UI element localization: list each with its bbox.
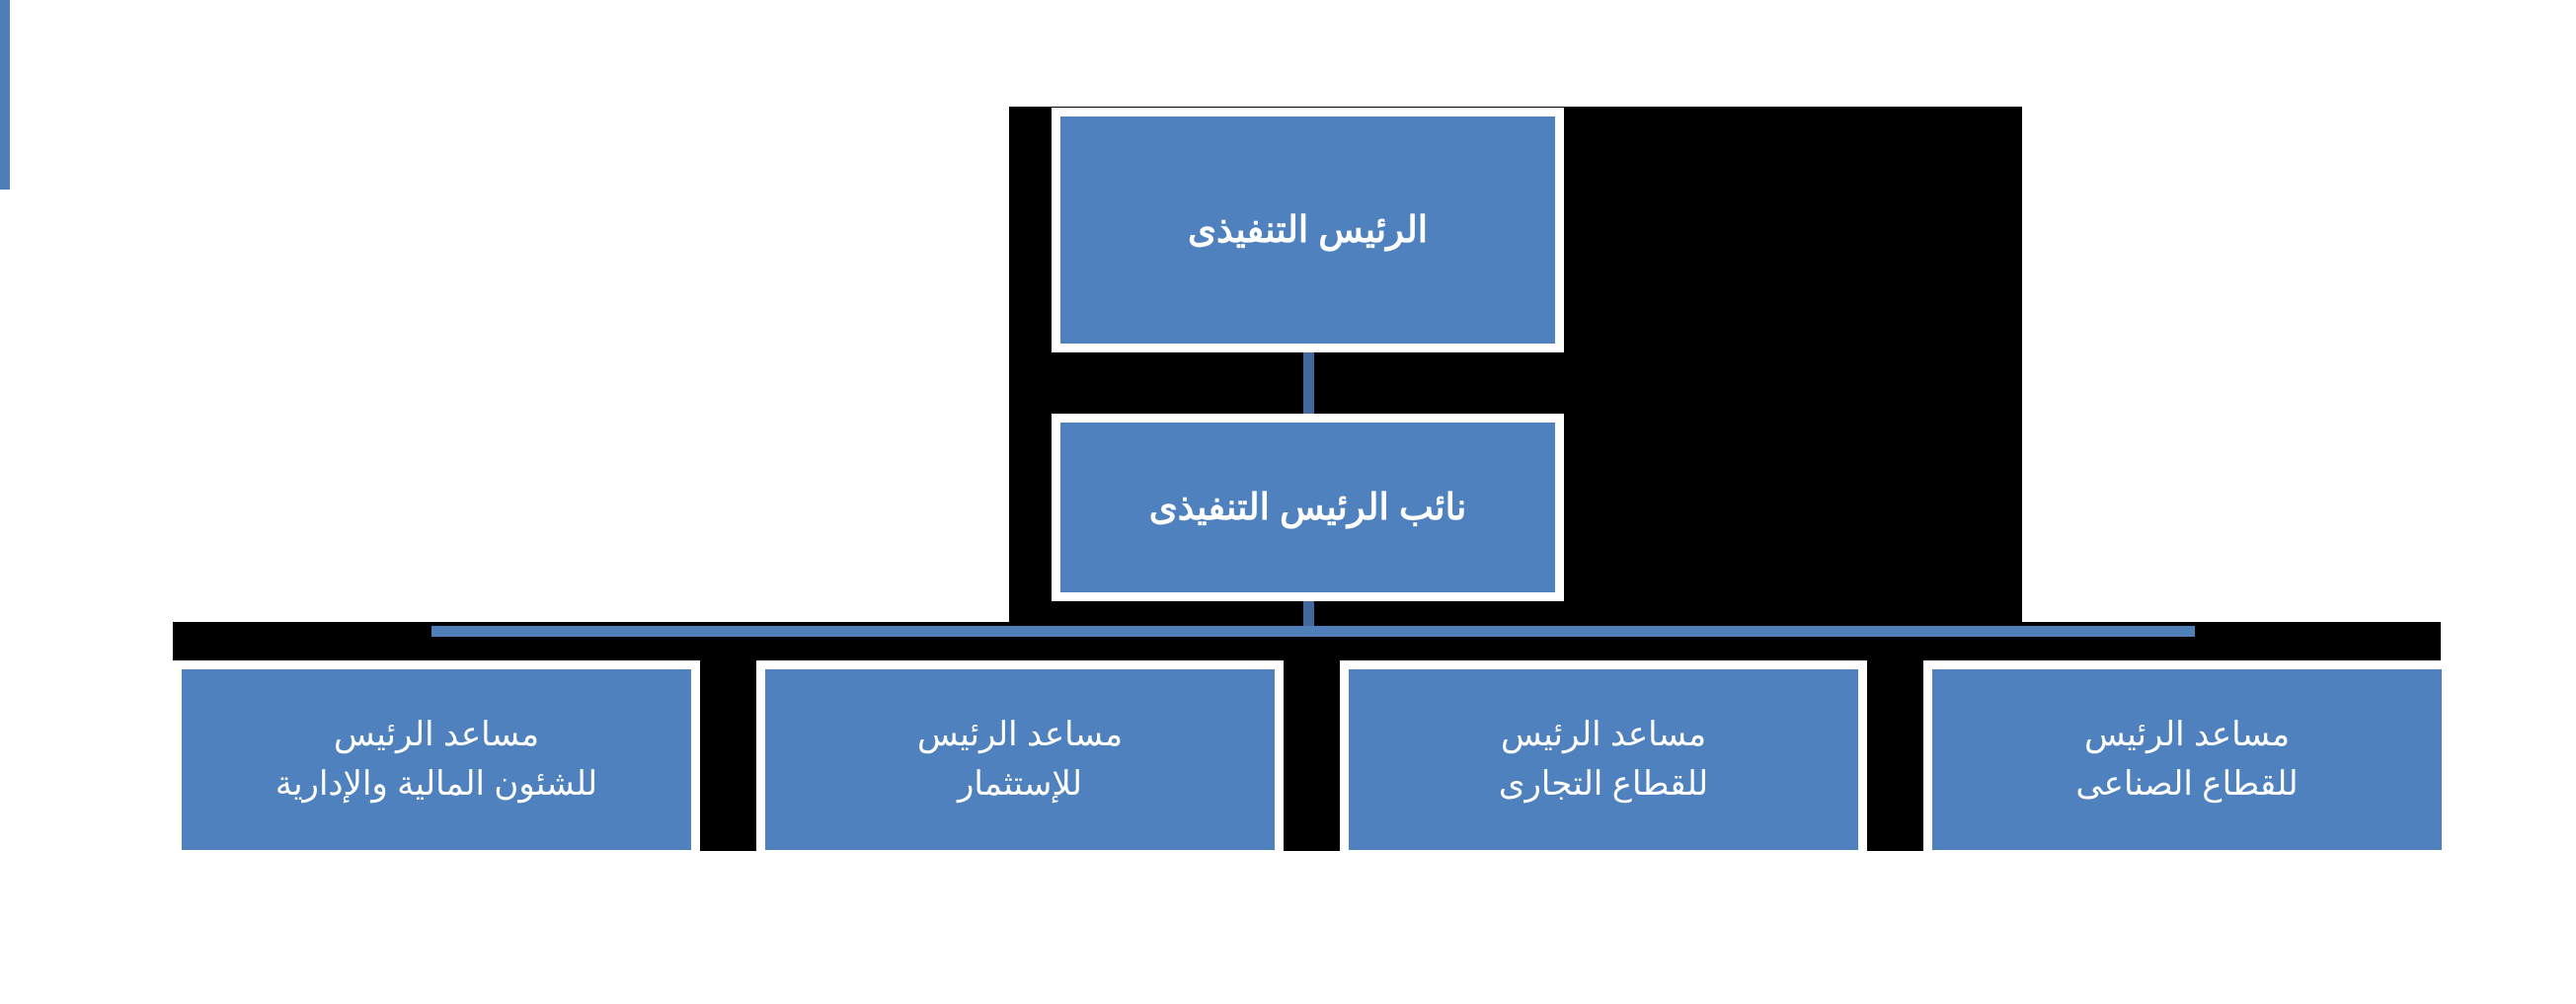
- node-assistant-investment[interactable]: مساعد الرئيس للإستثمار: [756, 660, 1284, 859]
- connector-ceo-to-deputy: [1303, 344, 1314, 425]
- node-deputy-ceo-label: نائب الرئيس التنفيذى: [1148, 487, 1467, 528]
- node-assistant-investment-label: مساعد الرئيس للإستثمار: [916, 716, 1124, 803]
- connector-drop-assistant-finance-admin: [0, 0, 10, 47]
- node-deputy-ceo[interactable]: نائب الرئيس التنفيذى: [1052, 414, 1564, 601]
- node-assistant-commercial-label: مساعد الرئيس للقطاع التجارى: [1498, 716, 1709, 803]
- connector-horizontal-bus: [431, 626, 2195, 637]
- node-assistant-finance-admin[interactable]: مساعد الرئيس للشئون المالية والإدارية: [173, 660, 700, 859]
- node-assistant-industrial[interactable]: مساعد الرئيس للقطاع الصناعى: [1923, 660, 2451, 859]
- node-assistant-commercial[interactable]: مساعد الرئيس للقطاع التجارى: [1340, 660, 1867, 859]
- connector-deputy-to-bus: [1303, 590, 1314, 632]
- connector-drop-assistant-commercial: [0, 95, 10, 142]
- node-ceo-label: الرئيس التنفيذى: [1187, 209, 1429, 251]
- connector-drop-assistant-investment: [0, 47, 10, 95]
- node-assistant-industrial-label: مساعد الرئيس للقطاع الصناعى: [2075, 716, 2299, 803]
- node-ceo[interactable]: الرئيس التنفيذى: [1052, 108, 1564, 352]
- connector-drop-assistant-industrial: [0, 142, 10, 190]
- node-assistant-finance-admin-label: مساعد الرئيس للشئون المالية والإدارية: [274, 716, 598, 803]
